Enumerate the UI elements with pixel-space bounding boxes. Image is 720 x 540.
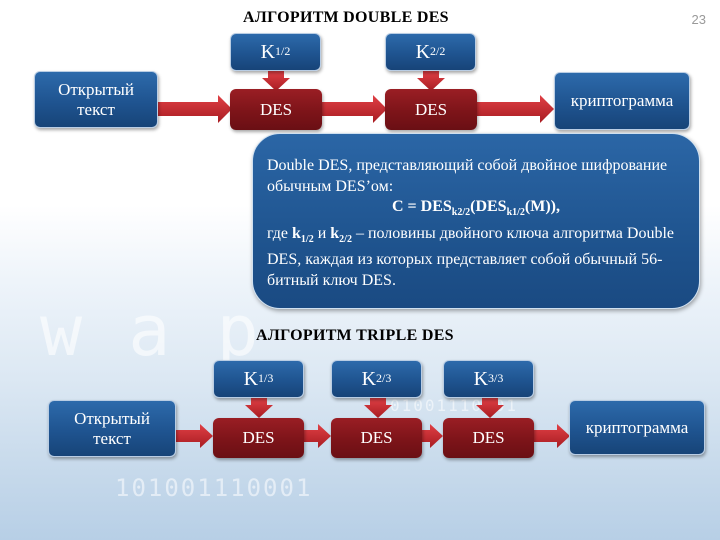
arrow-triple-des3-to-output	[533, 424, 570, 448]
double-key1-sub: 1/2	[275, 44, 291, 59]
slide-number: 23	[691, 12, 706, 27]
double-output-label: криптограмма	[570, 91, 674, 111]
arrow-triple-des2-to-des3	[422, 424, 443, 448]
arrow-triple-key2-down	[364, 398, 392, 418]
double-input-box: Открытый текст	[34, 71, 158, 128]
triple-output-box: криптограмма	[569, 400, 705, 455]
arrow-triple-des1-to-des2	[304, 424, 331, 448]
triple-output-label: криптограмма	[585, 417, 689, 437]
description-line3: где k1/2 и k2/2 – половины двойного ключ…	[267, 224, 675, 289]
description-formula: C = DESk2/2(DESk1/2(M)),	[391, 198, 561, 219]
double-key1-base: K	[260, 40, 276, 63]
triple-des-title: АЛГОРИТМ TRIPLE DES	[256, 327, 454, 344]
double-des2-label: DES	[414, 99, 448, 119]
description-line1: Double DES, представляющий собой двойное…	[267, 157, 668, 195]
double-des-description: Double DES, представляющий собой двойное…	[252, 133, 700, 309]
arrow-des2-to-output	[477, 95, 554, 123]
arrow-des1-to-des2	[322, 95, 387, 123]
arrow-input-to-des1	[158, 95, 232, 123]
triple-des3-box: DES	[443, 418, 534, 458]
double-des1-label: DES	[259, 99, 293, 119]
triple-des2-box: DES	[331, 418, 422, 458]
double-des-title: АЛГОРИТМ DOUBLE DES	[243, 9, 449, 26]
arrow-triple-key1-down	[245, 398, 273, 418]
background-binary-2: 101001110001	[115, 474, 313, 502]
triple-input-box: Открытый текст	[48, 400, 176, 457]
arrow-triple-input-to-des1	[176, 424, 213, 448]
double-output-box: криптограмма	[554, 72, 690, 130]
double-des2-box: DES	[385, 89, 477, 130]
arrow-key2-down	[417, 71, 445, 91]
background-watermark-wap: w a p	[40, 290, 261, 372]
arrow-key1-down	[262, 71, 290, 91]
double-input-label: Открытый текст	[58, 79, 134, 119]
double-des1-box: DES	[230, 89, 322, 130]
double-key2-sub: 2/2	[430, 44, 446, 59]
triple-input-label: Открытый текст	[74, 408, 150, 448]
double-key2-base: K	[415, 40, 431, 63]
arrow-triple-key3-down	[476, 398, 504, 418]
triple-des1-box: DES	[213, 418, 304, 458]
